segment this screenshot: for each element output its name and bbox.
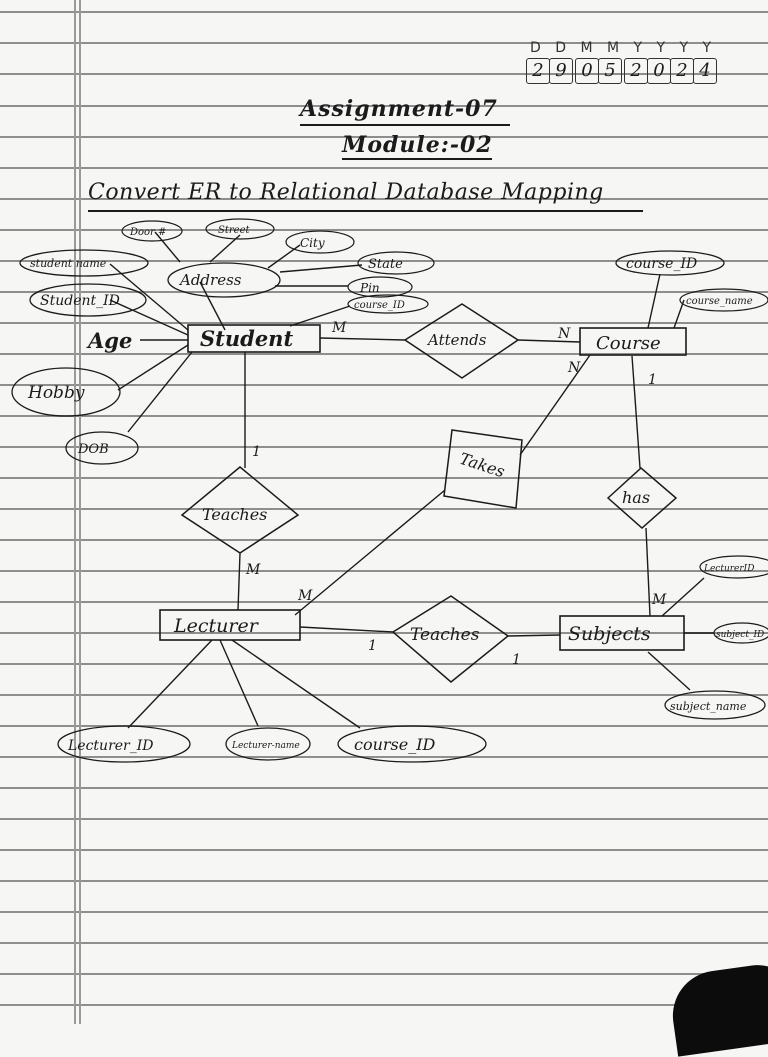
- attr-subject-lecturer-id: LecturerID: [699, 555, 768, 579]
- attr-subject-id-label: subject_ID: [716, 630, 764, 640]
- attr-address: Address: [167, 262, 281, 298]
- entity-student-label: Student: [200, 326, 293, 351]
- attr-student-name: student name: [19, 249, 149, 277]
- attr-state: State: [357, 251, 435, 275]
- attr-subject-id: subject_ID: [713, 622, 768, 644]
- attr-subject-name-label: subject_name: [670, 700, 747, 713]
- relationship-attends: Attends: [403, 303, 520, 379]
- attr-hobby: Hobby: [11, 367, 121, 417]
- attr-subject-name: subject_name: [664, 690, 766, 720]
- assignment-title: Assignment-07: [300, 96, 498, 122]
- date-month-digit-2: 5: [598, 58, 622, 84]
- cardinality-subjects-teaches-bottom: 1: [512, 652, 521, 668]
- attr-lecturer-course-id: course_ID: [337, 725, 487, 763]
- attr-city: City: [285, 230, 355, 254]
- attr-course-id: course_ID: [615, 250, 725, 276]
- cardinality-course-attends: N: [557, 326, 571, 342]
- entity-lecturer-label: Lecturer: [173, 615, 260, 637]
- attr-student-id-label: Student_ID: [40, 293, 120, 309]
- attr-course-name-label: course_name: [686, 296, 753, 307]
- attr-door-no-label: Door #: [129, 227, 166, 238]
- attr-student-id: Student_ID: [29, 283, 147, 317]
- page-heading: Convert ER to Relational Database Mappin…: [88, 180, 604, 205]
- date-day-digit-2: 9: [549, 58, 573, 84]
- entity-lecturer: Lecturer: [159, 609, 301, 641]
- assignment-title-underline: [300, 124, 510, 126]
- attr-subject-lecturer-id-label: LecturerID: [703, 564, 754, 574]
- attr-age: Age: [86, 328, 132, 353]
- connector-lines: [109, 231, 714, 729]
- er-diagram: Student Course Lecturer Subjects Attends…: [11, 218, 768, 763]
- attr-age-label: Age: [86, 328, 132, 353]
- cardinality-student-attends: M: [331, 320, 347, 336]
- attr-lecturer-name: Lecturer-name: [225, 727, 311, 761]
- relationship-teaches-bottom-label: Teaches: [410, 625, 480, 645]
- entity-course: Course: [579, 327, 687, 356]
- attr-street-label: Street: [218, 225, 250, 236]
- module-title-underline: [342, 158, 492, 160]
- attr-student-course-id-label: course_ID: [354, 300, 405, 311]
- attr-lecturer-id: Lecturer_ID: [57, 725, 191, 763]
- module-title: Module:-02: [342, 132, 493, 158]
- attr-street: Street: [205, 218, 275, 240]
- attr-city-label: City: [300, 236, 325, 250]
- cardinality-subjects-has: M: [651, 592, 667, 608]
- page-heading-underline: [88, 210, 643, 212]
- attr-door-no: Door #: [121, 220, 183, 242]
- date-header: D D M M Y Y Y Y: [530, 40, 717, 56]
- entity-subjects-label: Subjects: [568, 623, 651, 645]
- relationship-attends-label: Attends: [426, 331, 487, 349]
- relationship-teaches-bottom: Teaches: [391, 595, 510, 683]
- margin-line-right: [79, 0, 81, 1024]
- attr-state-label: State: [368, 257, 403, 272]
- attr-dob-label: DOB: [77, 442, 109, 457]
- entity-subjects: Subjects: [559, 615, 685, 651]
- attr-dob: DOB: [65, 431, 139, 465]
- date-year-digit-4: 4: [693, 58, 717, 84]
- attr-pin: Pin: [347, 276, 413, 298]
- attr-lecturer-id-label: Lecturer_ID: [67, 738, 154, 754]
- attr-student-name-label: student name: [30, 257, 107, 270]
- margin-line-left: [74, 0, 76, 1024]
- cardinality-lecturer-teaches-bottom: 1: [368, 638, 377, 654]
- attr-lecturer-name-label: Lecturer-name: [231, 741, 300, 751]
- relationship-teaches-top-label: Teaches: [202, 505, 267, 524]
- attr-pin-label: Pin: [359, 281, 380, 295]
- relationship-teaches-top: Teaches: [180, 466, 300, 554]
- cardinality-course-takes: N: [567, 360, 581, 376]
- entity-course-label: Course: [596, 333, 661, 354]
- cardinality-lecturer-teaches: M: [245, 562, 261, 578]
- attr-hobby-label: Hobby: [27, 383, 85, 403]
- attr-address-label: Address: [178, 271, 242, 289]
- entity-student: Student: [187, 324, 321, 353]
- attr-lecturer-course-id-label: course_ID: [354, 735, 436, 754]
- relationship-has: has: [606, 466, 678, 530]
- relationship-has-label: has: [622, 488, 650, 507]
- attr-course-id-label: course_ID: [626, 256, 697, 272]
- relationship-takes: Takes: [443, 429, 523, 509]
- relationship-takes-label: Takes: [457, 449, 507, 481]
- attr-student-course-id: course_ID: [347, 294, 429, 314]
- cardinality-course-has: 1: [648, 372, 657, 388]
- attr-course-name: course_name: [679, 288, 768, 312]
- notebook-page: [0, 0, 768, 1024]
- cardinality-lecturer-takes: M: [297, 588, 313, 604]
- cardinality-student-teaches: 1: [252, 444, 261, 460]
